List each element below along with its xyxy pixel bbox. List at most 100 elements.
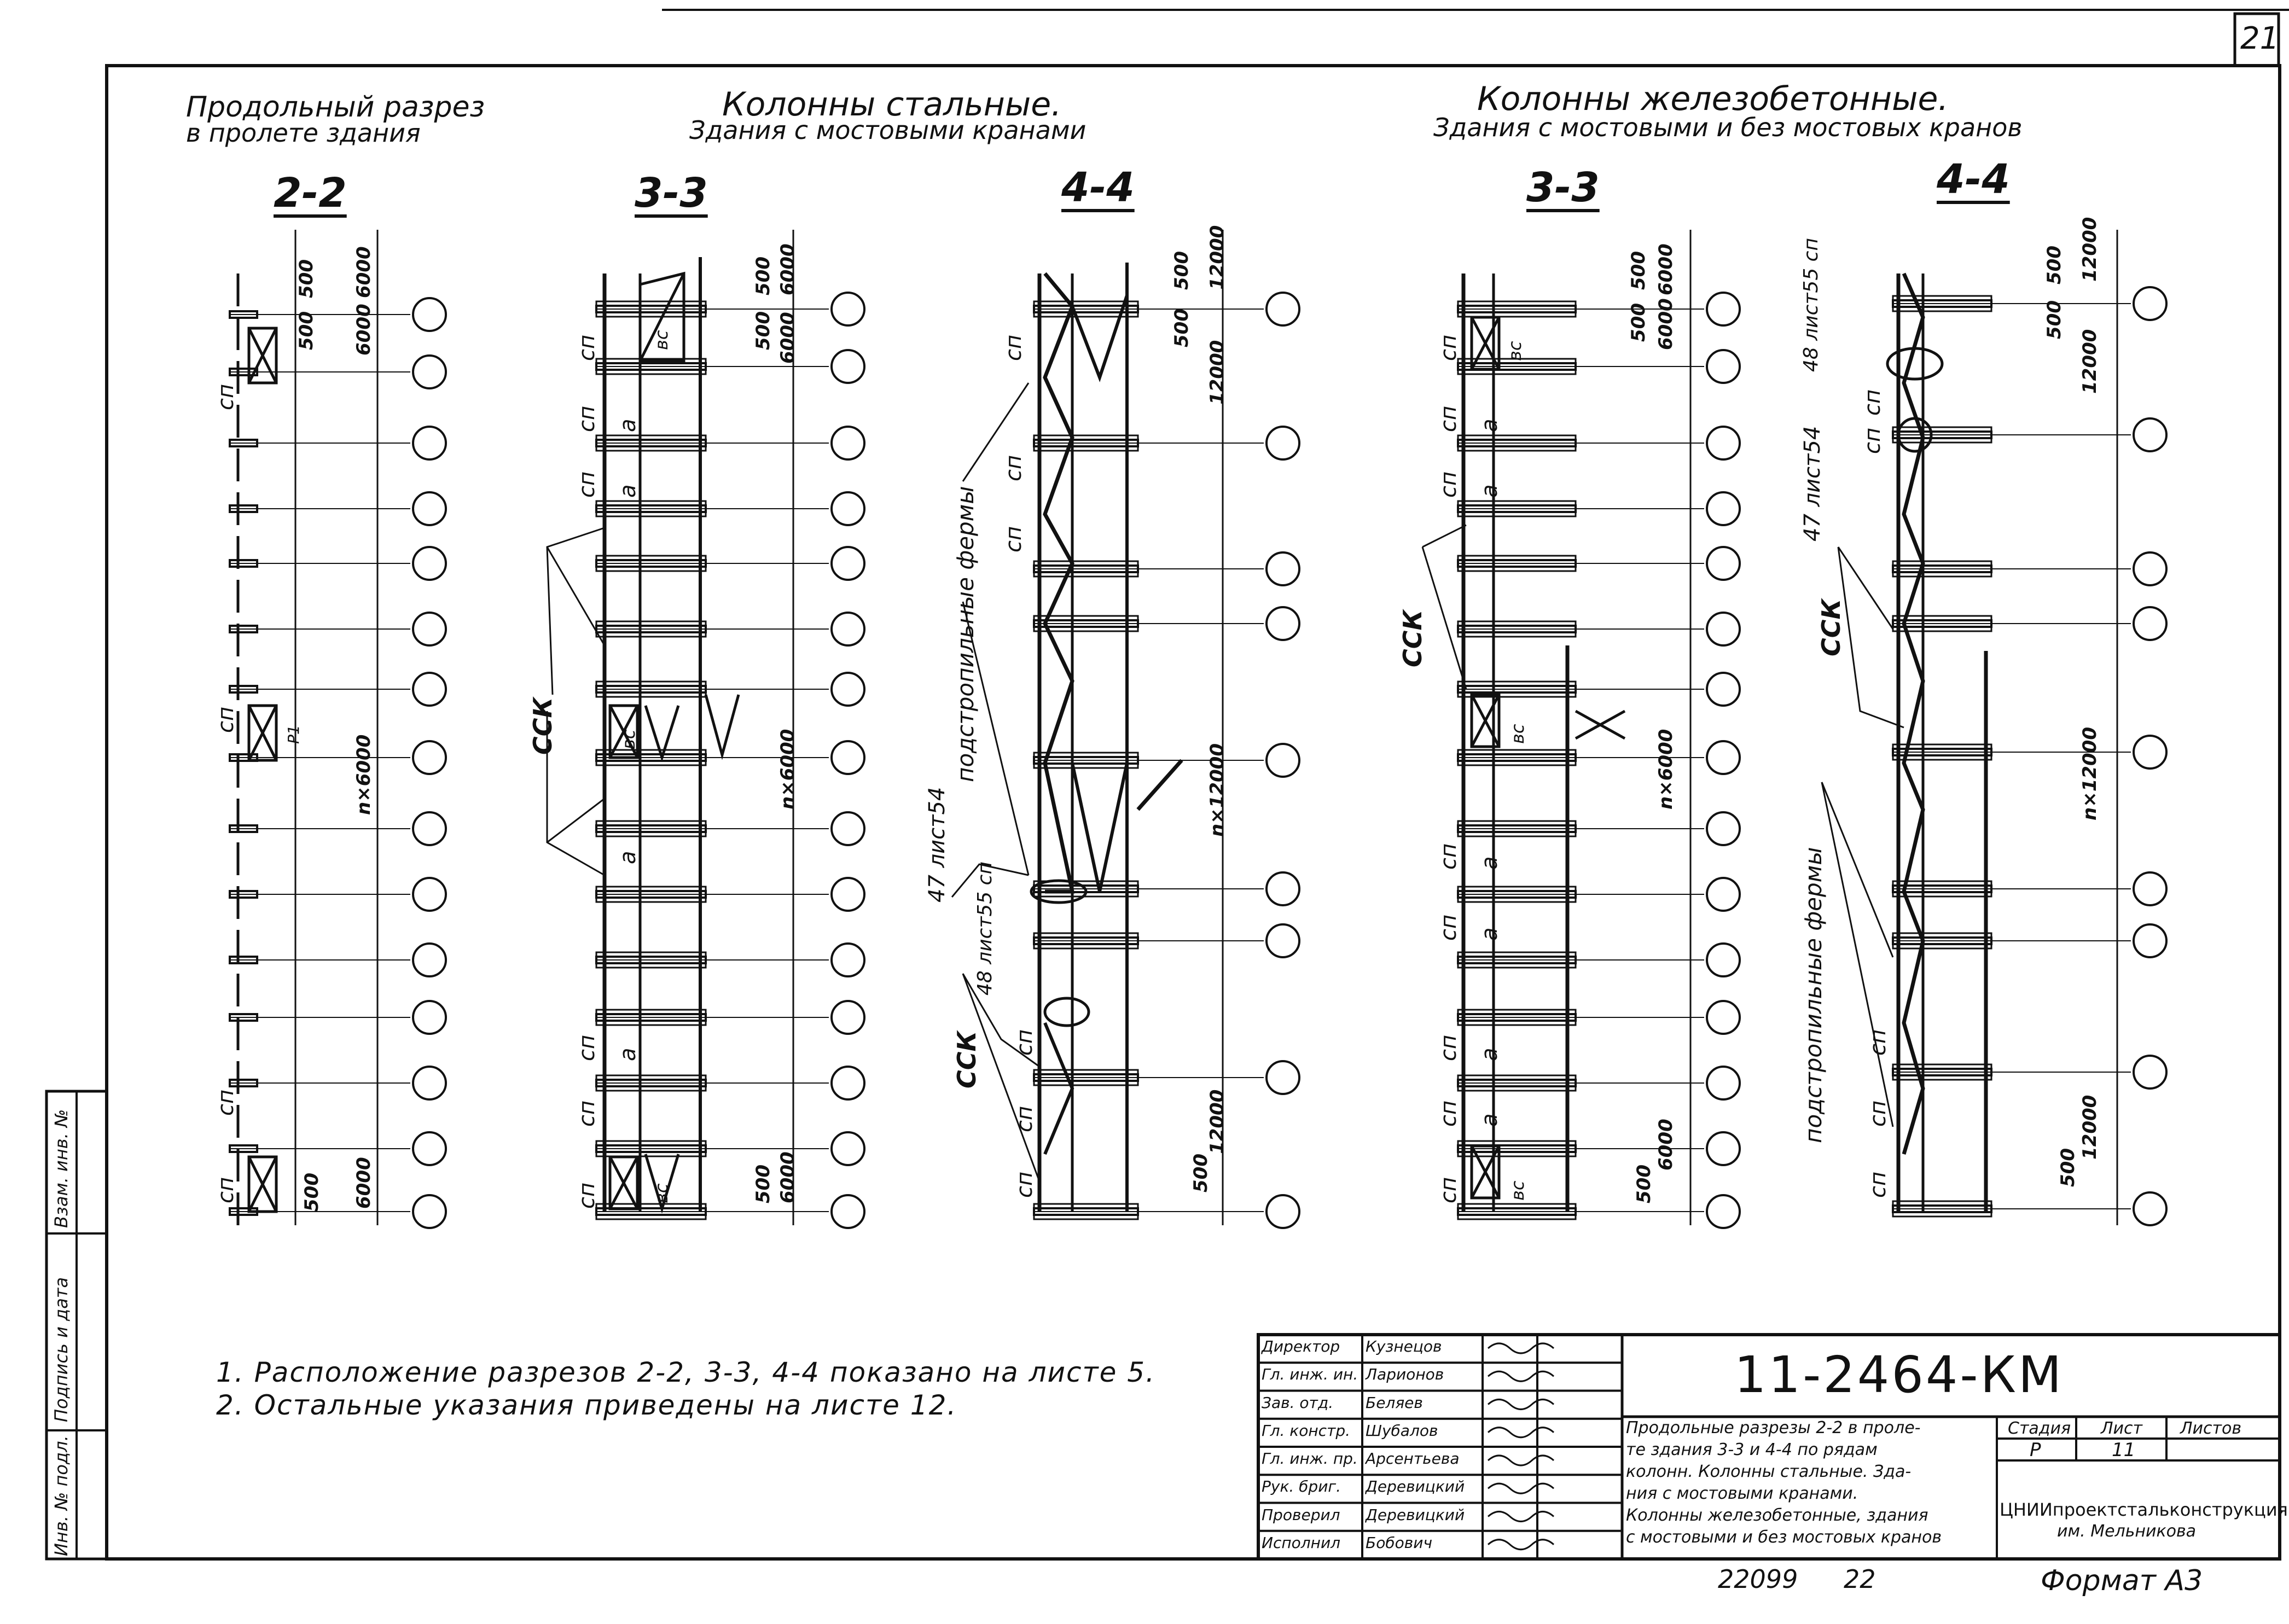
sec44s-axis-marker [1265,743,1300,778]
sec22-beam [229,1144,258,1153]
title-block-name: Деревицкий [1366,1477,1465,1496]
sec22-axis-marker [412,546,447,581]
sec33s-beam-outline [595,358,707,375]
sec33s-beam-outline [595,300,707,318]
sec33r-axis-marker [1706,1000,1741,1035]
stamp-inv-repl: Взам. инв. № [51,1109,72,1228]
page-number-box [2233,12,2280,67]
sec44s-axis-marker [1265,292,1300,327]
organization-subtitle: им. Мельникова [2057,1522,2197,1541]
sec33s-beam-outline [595,820,707,837]
label-a-rc-3-3-1: а [1477,418,1502,432]
sec33r-axis-marker [1706,612,1741,647]
sec44r-axis-marker [2133,551,2168,586]
sec22-beam [229,956,258,964]
sec44r-beam-outline [1892,426,1992,444]
label-a-rc-3-3-4: а [1477,927,1502,941]
note-2: 2. Остальные указания приведены на листе… [216,1389,957,1421]
section-label-3-3-steel: 3-3 [635,170,708,217]
dim-n12000-rc-4-4: n×12000 [2079,727,2101,820]
title-block-role: Гл. констр. [1262,1421,1351,1440]
sec44s-beam-outline [1033,560,1139,578]
title-block-name: Кузнецов [1366,1337,1442,1355]
label-sp-2-2-mid: сп [213,706,239,733]
sec44r-beam-outline [1892,932,1992,950]
label-vs-steel-3-3-bottom: вс [651,1183,672,1203]
title-block-name: Шубалов [1366,1421,1438,1440]
label-sp-rc-4-4-3: сп [1866,1029,1891,1056]
sec22-beam [229,890,258,899]
title-block-role: Зав. отд. [1262,1393,1334,1412]
sec33s-beam-outline [595,555,707,572]
title-block-role: Директор [1262,1337,1340,1355]
dim-6000-steel-3-3-top: 6000 [777,243,799,295]
rc-columns-title: Колонны железобетонные. [1477,80,1949,118]
rc-columns-subtitle: Здания с мостовыми и без мостовых кранов [1433,113,2023,142]
label-sp-rc-3-3-8: сп [1436,1177,1461,1203]
label-vs-rc-3-3-bottom: вс [1507,1180,1528,1201]
label-sp-rc-4-4-5: сп [1866,1171,1891,1198]
sec22-axis-marker [412,1131,447,1166]
sec22-beam [229,310,258,319]
label-truss-rc-4-4: подстропильные фермы [1800,847,1827,1143]
signature-mark [1487,1511,1555,1522]
title-block-name: Арсентьева [1366,1450,1460,1468]
sec33s-axis-marker [830,811,865,846]
stamp-sign-date: Подпись и дата [51,1277,72,1422]
signature-mark [1487,1370,1555,1382]
footer-code-left: 22099 [1718,1564,1798,1594]
page-number: 21 [2240,21,2280,56]
sec22-beam [229,368,258,376]
section-label-2-2: 2-2 [274,170,347,217]
sec22-beam [229,1013,258,1022]
sec33s-axis-marker [830,672,865,707]
title-block-role: Рук. бриг. [1262,1477,1341,1496]
sec44s-beam-outline [1033,932,1139,950]
sec22-beam [229,504,258,513]
dim-12000-rc-4-4-top: 12000 [2079,217,2101,282]
signature-mark [1487,1454,1555,1466]
sec22-axis-marker [412,740,447,775]
label-a-steel-3-3-4: а [615,1047,641,1061]
sec44s-beam-outline [1033,300,1139,318]
dim-12000-steel-4-4-bottom: 12000 [1206,1089,1228,1154]
dim-12000-rc-4-4-bottom: 12000 [2079,1095,2101,1160]
section-3-3-steel-drawing [595,230,865,1229]
sec33r-axis-marker [1706,942,1741,977]
label-sp-steel-3-3-4: сп [574,1034,600,1061]
sec44s-axis-marker [1265,923,1300,958]
label-a-rc-3-3-3: а [1477,856,1502,870]
sec22-beam [229,1079,258,1087]
sec22-axis-marker [412,811,447,846]
signature-mark [1487,1399,1555,1410]
label-sp-steel-3-3-2: сп [574,405,600,432]
sec44s-axis-marker [1265,1060,1300,1095]
label-vs-rc-3-3-top: вс [1504,341,1525,361]
sec33s-beam-outline [595,1140,707,1157]
description-line-5: Колонны железобетонные, здания [1626,1506,1928,1525]
description-line-2: те здания 3-3 и 4-4 по рядам [1626,1440,1878,1459]
label-sp-2-2-low: сп [213,1089,239,1116]
sec44r-beam-outline [1892,560,1992,578]
sec33s-beam-outline [595,1074,707,1092]
sec33r-axis-marker [1706,1194,1741,1229]
sec33s-beam-outline [595,434,707,452]
dim-n6000-2-2: n×6000 [353,734,375,815]
sec33r-axis-marker [1706,1066,1741,1101]
sec44s-axis-marker [1265,871,1300,906]
sec33s-axis-marker [830,491,865,526]
sec22-axis-marker [412,612,447,647]
sec22-axis-marker [412,297,447,332]
label-ssk-steel-4-4: ССК [952,1031,981,1089]
sec33r-axis-marker [1706,426,1741,461]
sec44r-axis-marker [2133,1055,2168,1090]
label-ssk-steel-3-3: ССК [528,697,557,755]
sec33s-beam-outline [595,620,707,638]
sec22-axis-marker [412,491,447,526]
sec33s-beam-outline [595,680,707,698]
dim-6000-2-2-bottom: 6000 [353,1157,375,1209]
sec33s-axis-marker [830,1131,865,1166]
label-ref-48-rc: 48 лист55 сп [1800,237,1822,372]
sec22-beam [229,824,258,833]
sec33r-axis-marker [1706,672,1741,707]
